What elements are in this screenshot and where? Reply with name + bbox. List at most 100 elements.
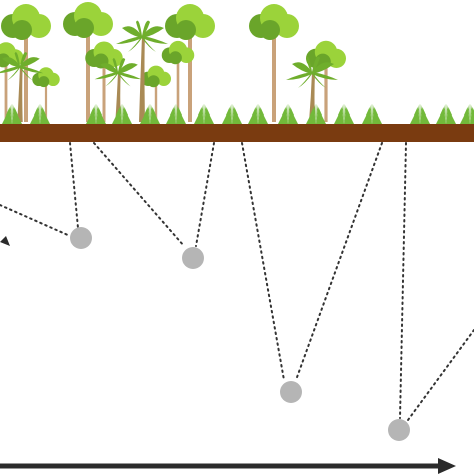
grass-blade — [334, 112, 344, 124]
grass-blade — [94, 104, 96, 124]
grass-blade — [34, 107, 40, 124]
palm-frond — [136, 20, 142, 38]
round-tree-icon — [161, 40, 195, 122]
palm-frond — [312, 72, 338, 80]
tree-trunk — [44, 80, 48, 122]
forest-canopy-icon — [0, 2, 474, 124]
palm-frond — [112, 58, 118, 74]
round-tree-icon — [249, 4, 299, 122]
grass-blade — [150, 104, 152, 124]
grass-blade — [40, 104, 42, 124]
palm-tree-icon — [116, 20, 168, 122]
tree-leaf — [74, 18, 94, 38]
grass-bush-icon — [112, 104, 132, 124]
pendulum-bob-icon — [182, 247, 204, 269]
grass-blade — [226, 107, 232, 124]
grass-blade — [2, 112, 12, 124]
grass-blade — [252, 107, 258, 124]
pendulum-string — [195, 142, 215, 247]
grass-blade — [170, 107, 176, 124]
grass-blade — [420, 104, 422, 124]
grass-blade — [6, 107, 12, 124]
grass-blade — [204, 112, 214, 124]
pendulum-string — [407, 329, 474, 421]
grass-bush-icon — [362, 104, 382, 124]
pendulum-bob-icon — [388, 419, 410, 441]
grass-blade — [316, 112, 326, 124]
round-tree-icon — [63, 2, 113, 122]
round-tree-icon — [141, 65, 171, 122]
round-tree-icon — [165, 4, 215, 122]
palm-frond — [122, 26, 142, 38]
tree-trunk — [86, 26, 90, 122]
soil-ground-strip — [0, 124, 474, 142]
grass-blade — [414, 107, 420, 124]
grass-blade — [418, 104, 420, 124]
tree-leaf — [12, 20, 32, 40]
grass-blade — [288, 104, 290, 124]
grass-blade — [140, 112, 150, 124]
grass-blade — [174, 104, 176, 124]
palm-frond — [116, 36, 142, 44]
grass-bush-icon — [410, 104, 430, 124]
grass-blade — [446, 104, 448, 124]
grass-bush-icon — [306, 104, 326, 124]
grass-blade — [10, 104, 12, 124]
palm-trunk — [17, 66, 23, 122]
palm-tree-icon — [0, 52, 44, 122]
tree-trunk — [154, 80, 158, 122]
grass-blade — [30, 112, 40, 124]
grass-blade — [96, 104, 98, 124]
grass-blade — [176, 112, 186, 124]
pendulum-string — [241, 142, 285, 381]
palm-frond — [2, 57, 20, 68]
tree-trunk — [102, 59, 106, 122]
palm-frond — [312, 62, 334, 74]
pendulum-string — [399, 142, 407, 419]
grass-blade — [232, 112, 242, 124]
grass-blade — [446, 112, 456, 124]
grass-blade — [96, 112, 106, 124]
grass-bush-icon — [436, 104, 456, 124]
palm-frond — [94, 72, 118, 80]
grass-blade — [410, 112, 420, 124]
round-tree-icon — [85, 41, 123, 122]
tree-trunk — [324, 60, 328, 122]
grass-blade — [278, 112, 288, 124]
pendulum-strings — [0, 142, 474, 421]
pendulum-string — [295, 142, 383, 381]
grass-blade — [366, 107, 372, 124]
pendulum-string — [0, 204, 71, 237]
palm-frond — [14, 52, 20, 68]
palm-frond — [142, 26, 164, 38]
grass-blade — [342, 104, 344, 124]
grass-blade — [440, 107, 446, 124]
grass-bush-icon — [140, 104, 160, 124]
pendulum-bobs — [70, 227, 410, 441]
left-arrow-tick-icon — [0, 236, 10, 246]
tree-trunk — [176, 56, 180, 122]
grass-blade — [120, 104, 122, 124]
grass-blade — [194, 112, 204, 124]
grass-blade — [86, 112, 96, 124]
grass-blade — [310, 107, 316, 124]
grass-blade — [468, 104, 470, 124]
tree-trunk — [188, 28, 192, 122]
grass-blade — [420, 112, 430, 124]
grass-blade — [314, 104, 316, 124]
grass-bush-icon — [248, 104, 268, 124]
pendulum-bob-icon — [280, 381, 302, 403]
tree-leaf — [168, 51, 182, 65]
grass-blade — [338, 107, 344, 124]
grass-blade — [344, 104, 346, 124]
grass-blade — [148, 104, 150, 124]
grass-blade — [232, 104, 234, 124]
pendulum-string — [69, 142, 79, 229]
pendulum-bob-icon — [70, 227, 92, 249]
tree-leaf — [147, 75, 160, 88]
grass-blade — [176, 104, 178, 124]
grass-bush-icon — [222, 104, 242, 124]
grass-blade — [198, 107, 204, 124]
palm-frond — [100, 63, 118, 74]
